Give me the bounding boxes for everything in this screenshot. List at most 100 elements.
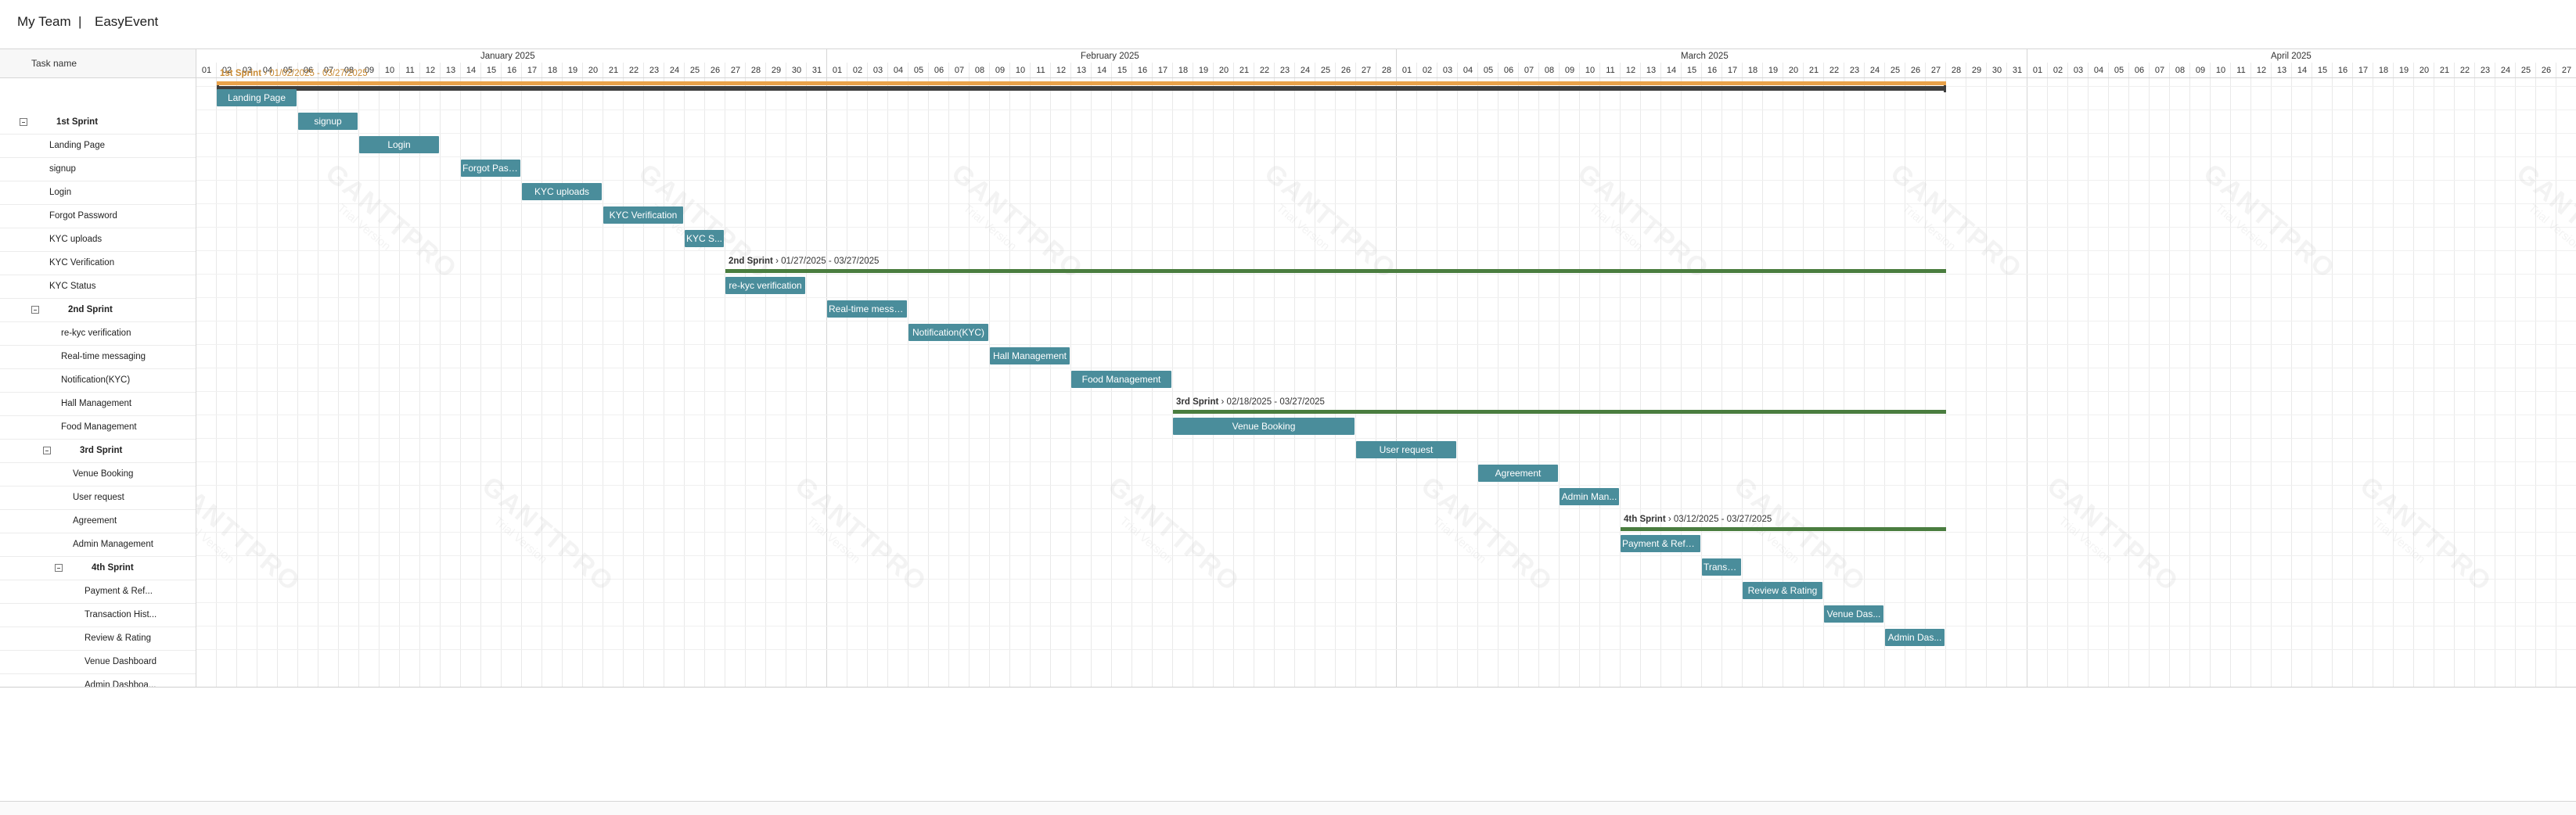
day-label: 04	[893, 66, 904, 75]
collapse-toggle-icon[interactable]	[31, 306, 39, 314]
task-bar[interactable]: Real-time messa...	[827, 300, 907, 318]
day-gridline	[358, 63, 359, 687]
sprint-summary-label: 1st Sprint › 01/02/2025 - 03/27/2025	[220, 69, 368, 78]
task-bar[interactable]: KYC S...	[685, 230, 724, 247]
day-label: 04	[1462, 66, 1473, 75]
day-gridline	[1660, 63, 1661, 687]
day-gridline	[440, 63, 441, 687]
group-row[interactable]: 2nd Sprint	[0, 299, 196, 322]
collapse-toggle-icon[interactable]	[43, 447, 51, 454]
task-bar[interactable]: Notification(KYC)	[908, 324, 988, 341]
sprint-date-range: 02/18/2025 - 03/27/2025	[1226, 397, 1325, 407]
task-row[interactable]: Landing Page	[0, 135, 196, 158]
task-row[interactable]: Admin Management	[0, 533, 196, 557]
day-gridline	[1009, 63, 1010, 687]
task-row[interactable]: Food Management	[0, 416, 196, 440]
task-name: Agreement	[73, 516, 117, 526]
sprint-summary-bar[interactable]	[1621, 527, 1946, 531]
task-bar[interactable]: Venue Booking	[1173, 418, 1355, 435]
day-label: 17	[1157, 66, 1168, 75]
task-row[interactable]: KYC Verification	[0, 252, 196, 275]
task-row[interactable]: KYC Status	[0, 275, 196, 299]
task-row[interactable]: signup	[0, 158, 196, 181]
day-gridline	[989, 63, 990, 687]
day-label: 01	[832, 66, 843, 75]
day-gridline	[1030, 63, 1031, 687]
day-gridline	[806, 63, 807, 687]
task-name: Landing Page	[49, 141, 105, 150]
group-row[interactable]: 3rd Sprint	[0, 440, 196, 463]
day-label: 23	[1849, 66, 1860, 75]
task-row[interactable]: re-kyc verification	[0, 322, 196, 346]
task-bar[interactable]: Review & Rating	[1743, 582, 1822, 599]
task-bar[interactable]: signup	[298, 113, 358, 130]
day-gridline	[1884, 63, 1885, 687]
task-name: User request	[73, 493, 124, 502]
day-label: 21	[1239, 66, 1250, 75]
collapse-toggle-icon[interactable]	[55, 564, 63, 572]
task-bar[interactable]: Forgot Pass...	[461, 160, 520, 177]
day-gridline	[1640, 63, 1641, 687]
day-label: 13	[1646, 66, 1657, 75]
day-label: 19	[1768, 66, 1779, 75]
task-bar[interactable]: Transa...	[1702, 558, 1741, 576]
day-label: 28	[1951, 66, 1962, 75]
project-summary-bar[interactable]	[217, 86, 1946, 91]
day-label: 27	[1361, 66, 1372, 75]
day-gridline	[2169, 63, 2170, 687]
empty-bottom-area	[0, 687, 2576, 802]
task-bar[interactable]: Agreement	[1478, 465, 1558, 482]
task-row[interactable]: User request	[0, 486, 196, 510]
task-row[interactable]: Venue Dashboard	[0, 651, 196, 674]
task-bar[interactable]: Landing Page	[217, 89, 297, 106]
day-gridline	[2088, 63, 2089, 687]
row-gridline	[196, 485, 2576, 486]
day-label: 28	[750, 66, 761, 75]
task-bar[interactable]: Login	[359, 136, 439, 153]
task-row[interactable]: Login	[0, 181, 196, 205]
sprint-summary-bar[interactable]	[1173, 410, 1946, 414]
sprint-summary-bar[interactable]	[725, 269, 1946, 273]
task-bar[interactable]: Hall Management	[990, 347, 1070, 364]
task-row[interactable]: KYC uploads	[0, 228, 196, 252]
task-bar[interactable]: KYC Verification	[603, 206, 683, 224]
collapse-toggle-icon[interactable]	[20, 118, 27, 126]
task-row[interactable]: Review & Rating	[0, 627, 196, 651]
task-bar[interactable]: Venue Das...	[1824, 605, 1883, 623]
task-bar[interactable]: KYC uploads	[522, 183, 602, 200]
group-row[interactable]: 1st Sprint	[0, 111, 196, 135]
task-bar[interactable]: Food Management	[1071, 371, 1171, 388]
task-name: Food Management	[61, 422, 137, 432]
day-label: 14	[466, 66, 477, 75]
task-bar[interactable]: Admin Man...	[1560, 488, 1619, 505]
task-bar[interactable]: User request	[1356, 441, 1456, 458]
task-name-column-header[interactable]: Task name	[0, 48, 196, 78]
task-bar[interactable]: Payment & Refund	[1621, 535, 1700, 552]
day-gridline	[684, 63, 685, 687]
task-row[interactable]: Payment & Ref...	[0, 580, 196, 604]
sprint-summary-bar[interactable]	[217, 81, 1946, 85]
group-row[interactable]: 4th Sprint	[0, 557, 196, 580]
task-row[interactable]: Hall Management	[0, 393, 196, 416]
task-row[interactable]: Notification(KYC)	[0, 369, 196, 393]
task-row[interactable]: Agreement	[0, 510, 196, 533]
row-gridline	[196, 156, 2576, 157]
team-name[interactable]: My Team	[17, 14, 71, 29]
horizontal-scrollbar[interactable]	[0, 801, 2576, 815]
task-row[interactable]: Transaction Hist...	[0, 604, 196, 627]
task-bar[interactable]: Admin Das...	[1885, 629, 1945, 646]
day-label: 03	[2073, 66, 2084, 75]
sprint-date-range: 01/27/2025 - 03/27/2025	[781, 257, 880, 266]
task-row[interactable]: Real-time messaging	[0, 346, 196, 369]
day-gridline	[2291, 63, 2292, 687]
task-bar[interactable]: re-kyc verification	[725, 277, 805, 294]
project-name[interactable]: EasyEvent	[95, 14, 159, 29]
day-gridline	[1233, 63, 1234, 687]
day-label: 18	[1178, 66, 1189, 75]
day-gridline	[2149, 63, 2150, 687]
day-label: 17	[2358, 66, 2369, 75]
task-row[interactable]: Forgot Password	[0, 205, 196, 228]
task-row[interactable]: Venue Booking	[0, 463, 196, 486]
day-label: 13	[1076, 66, 1087, 75]
day-label: 07	[323, 66, 334, 75]
